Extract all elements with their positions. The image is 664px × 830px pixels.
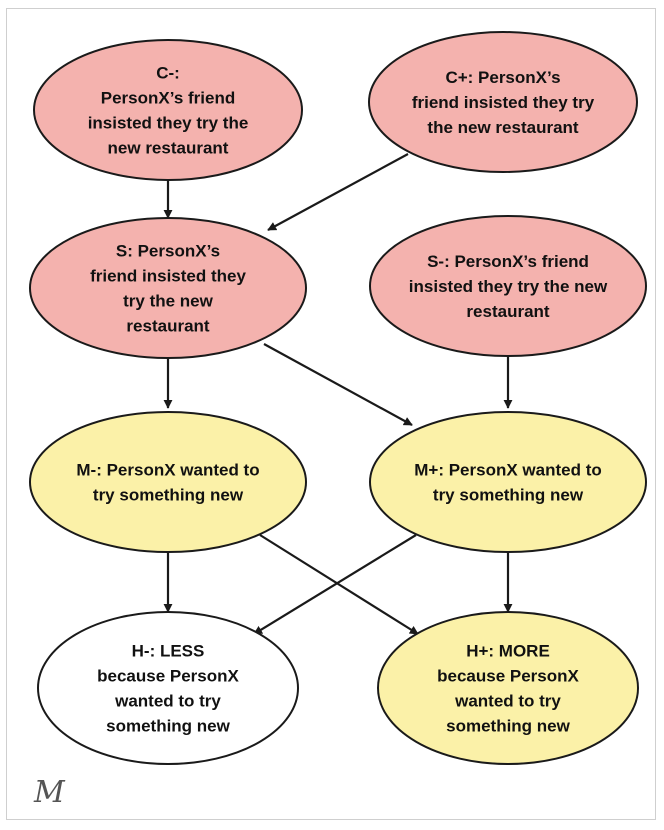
edges <box>163 153 513 635</box>
node-m-plus-label-line: M+: PersonX wanted to <box>414 461 602 480</box>
node-h-plus-shape <box>377 611 639 765</box>
node-h-minus-shape <box>37 611 299 765</box>
node-c-minus: C-: PersonX’s friend insisted they try the… <box>33 39 303 181</box>
node-c-minus-label-line: insisted they try the <box>88 114 249 133</box>
node-h-minus: H-: LESS because PersonX wanted to try some… <box>37 611 299 765</box>
edge-c-plus-to-s <box>267 153 409 231</box>
edge-m-minus-to-h-plus <box>259 534 419 635</box>
node-h-minus-label-line: H-: LESS <box>132 642 205 661</box>
edge-m-plus-to-h-minus <box>253 534 417 635</box>
node-m-plus: M+: PersonX wanted to try something new <box>369 411 647 553</box>
node-h-minus-label-line: wanted to try <box>114 692 221 711</box>
node-c-minus-label-line: PersonX’s friend <box>101 89 235 108</box>
node-s-label-line: try the new <box>123 292 214 311</box>
node-h-plus-label-line: because PersonX <box>437 667 579 686</box>
node-h-plus-label-line: wanted to try <box>454 692 561 711</box>
node-c-plus-label-line: C+: PersonX’s <box>445 68 560 87</box>
node-s-minus-label-line: insisted they try the new <box>409 277 608 296</box>
node-s-minus-shape <box>369 215 647 357</box>
node-m-minus-label-line: M-: PersonX wanted to <box>76 461 259 480</box>
node-s-label-line: restaurant <box>126 317 209 336</box>
node-h-minus-label-line: something new <box>106 717 231 736</box>
signature-logo-icon: M <box>33 775 66 810</box>
node-c-minus-label-line: C-: <box>156 64 180 83</box>
node-m-plus-label-line: try something new <box>433 486 584 505</box>
node-s-label-line: S: PersonX’s <box>116 242 220 261</box>
node-c-plus: C+: PersonX’s friend insisted they try the… <box>368 31 638 173</box>
node-h-plus: H+: MORE because PersonX wanted to try some… <box>377 611 639 765</box>
nodes: C-: PersonX’s friend insisted they try the… <box>29 31 647 765</box>
node-s-label-line: friend insisted they <box>90 267 246 286</box>
node-s-minus-label-line: S-: PersonX’s friend <box>427 252 589 271</box>
node-m-minus: M-: PersonX wanted to try something new <box>29 411 307 553</box>
node-s-minus: S-: PersonX’s friend insisted they try th… <box>369 215 647 357</box>
node-h-plus-label-line: H+: MORE <box>466 642 550 661</box>
node-c-plus-label-line: the new restaurant <box>427 118 578 137</box>
node-s-shape <box>29 217 307 359</box>
node-c-plus-shape <box>368 31 638 173</box>
node-c-plus-label-line: friend insisted they try <box>412 93 595 112</box>
node-m-minus-shape <box>29 411 307 553</box>
node-s-minus-label-line: restaurant <box>466 302 549 321</box>
node-c-minus-shape <box>33 39 303 181</box>
edge-s-to-m-plus <box>263 343 413 426</box>
node-h-minus-label-line: because PersonX <box>97 667 239 686</box>
node-c-minus-label-line: new restaurant <box>108 139 229 158</box>
node-m-minus-label-line: try something new <box>93 486 244 505</box>
node-m-plus-shape <box>369 411 647 553</box>
node-h-plus-label-line: something new <box>446 717 571 736</box>
node-s: S: PersonX’s friend insisted they try the … <box>29 217 307 359</box>
